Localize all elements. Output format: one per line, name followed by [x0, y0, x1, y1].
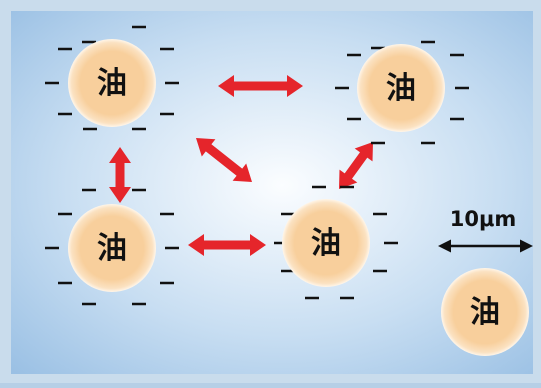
- oil-droplets: 油油油油油: [68, 39, 529, 356]
- oil-droplet-top-left: 油: [68, 39, 156, 127]
- droplet-label: 油: [470, 295, 500, 330]
- droplet-label: 油: [97, 66, 127, 101]
- oil-droplet-top-right: 油: [357, 44, 445, 132]
- droplet-label: 油: [311, 226, 341, 261]
- scale-bar-arrowhead-left: [438, 239, 451, 253]
- droplet-circle: [282, 199, 370, 287]
- double-arrow: [218, 75, 303, 97]
- interaction-arrows: [109, 75, 373, 256]
- droplet-label: 油: [386, 71, 416, 106]
- double-arrow: [188, 234, 266, 256]
- scale-bar: 10μm: [438, 207, 533, 253]
- droplet-label: 油: [97, 231, 127, 266]
- oil-droplet-reference: 油: [441, 268, 529, 356]
- scale-bar-label: 10μm: [450, 207, 517, 231]
- oil-droplet-center: 油: [282, 199, 370, 287]
- oil-droplet-middle-left: 油: [68, 204, 156, 292]
- double-arrow: [196, 138, 252, 182]
- droplet-circle: [68, 39, 156, 127]
- droplet-circle: [357, 44, 445, 132]
- droplet-circle: [68, 204, 156, 292]
- double-arrow: [339, 142, 373, 189]
- double-arrow: [109, 147, 131, 203]
- scale-bar-arrowhead-right: [520, 239, 533, 253]
- droplet-circle: [441, 268, 529, 356]
- surface-charges: [45, 25, 469, 306]
